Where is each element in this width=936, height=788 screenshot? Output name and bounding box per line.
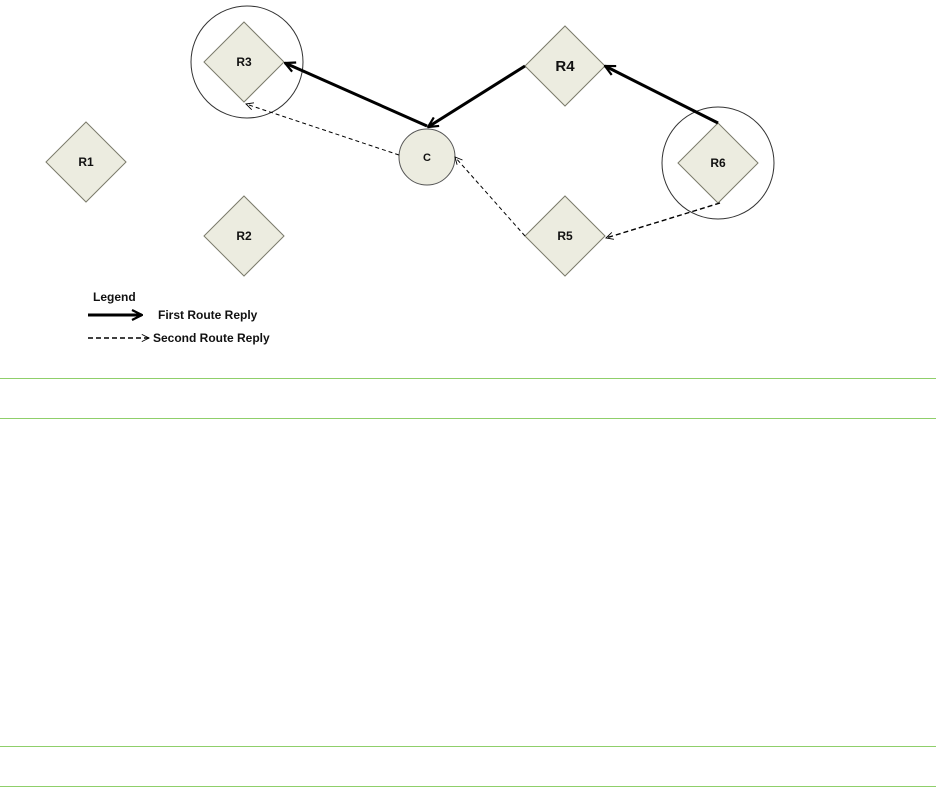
node-R4: R4 (525, 26, 605, 106)
route-reply-diagram: R1 R2 R3 R4 R5 R6 C Legend First Route R… (0, 0, 936, 360)
edge-second-C-R3 (246, 104, 399, 155)
legend-title: Legend (93, 290, 136, 304)
node-label: R1 (78, 155, 94, 169)
edge-first-R4-C (428, 66, 525, 127)
node-R5: R5 (525, 196, 605, 276)
edge-first-R6-R4 (605, 66, 718, 123)
node-R2: R2 (204, 196, 284, 276)
node-label: R3 (236, 55, 252, 69)
legend-item-first: First Route Reply (158, 308, 258, 322)
node-label: C (423, 152, 431, 164)
edge-second-R6-R5 (606, 203, 720, 238)
divider-rule (0, 418, 936, 419)
legend-item-second: Second Route Reply (153, 331, 270, 345)
node-label: R2 (236, 229, 252, 243)
edge-first-C-R3 (285, 63, 427, 126)
divider-rule (0, 746, 936, 747)
node-C: C (399, 129, 455, 185)
node-R1: R1 (46, 122, 126, 202)
node-label: R4 (555, 58, 575, 75)
node-R6: R6 (678, 123, 758, 203)
edge-second-R5-C (455, 157, 525, 236)
divider-rule (0, 786, 936, 787)
node-label: R6 (710, 156, 726, 170)
legend: Legend First Route Reply Second Route Re… (88, 290, 270, 345)
node-R3: R3 (204, 22, 284, 102)
divider-rule (0, 378, 936, 379)
node-label: R5 (557, 229, 573, 243)
